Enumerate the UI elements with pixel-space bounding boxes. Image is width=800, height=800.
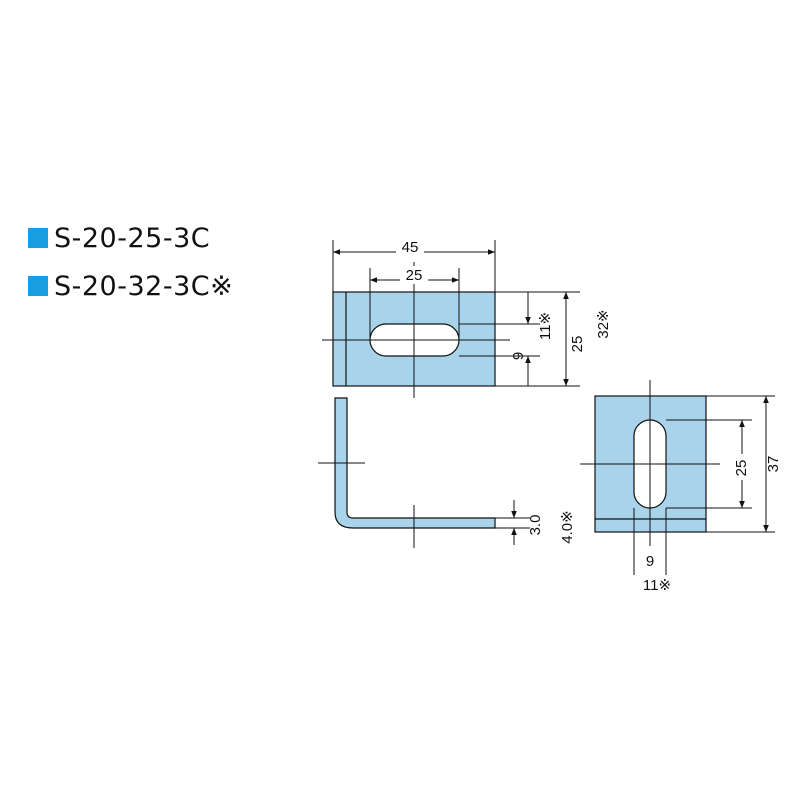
square-bullet-icon	[28, 276, 48, 296]
dim-width-label: 45	[402, 239, 419, 256]
dim-slot-offset-label: 11※	[537, 312, 554, 340]
dim-thickness-alt-label: 4.0※	[559, 510, 576, 543]
model-label: S-20-32-3C※	[54, 270, 234, 302]
dim-height-label: 25	[569, 336, 586, 353]
dim-slot-width-label: 9	[510, 352, 527, 360]
top-view: 45 25 11※ 9 25 32※	[322, 238, 612, 398]
dim-slot-length-label: 25	[733, 460, 750, 477]
dim-thickness-label: 3.0	[527, 515, 544, 536]
legend-item: S-20-32-3C※	[28, 266, 288, 306]
dim-height-label: 37	[765, 456, 782, 473]
front-view: 25 37 9 11※	[580, 380, 782, 594]
model-label: S-20-25-3C	[54, 222, 211, 254]
side-view: 3.0 4.0※	[318, 397, 576, 548]
dim-slot-length-label: 25	[406, 267, 423, 284]
dim-height-alt-label: 32※	[595, 309, 612, 338]
square-bullet-icon	[28, 228, 48, 248]
legend-item: S-20-25-3C	[28, 218, 288, 258]
dim-slot-offset-label: 11※	[643, 577, 671, 594]
model-legend: S-20-25-3C S-20-32-3C※	[28, 218, 288, 314]
dim-slot-width-label: 9	[646, 553, 654, 570]
